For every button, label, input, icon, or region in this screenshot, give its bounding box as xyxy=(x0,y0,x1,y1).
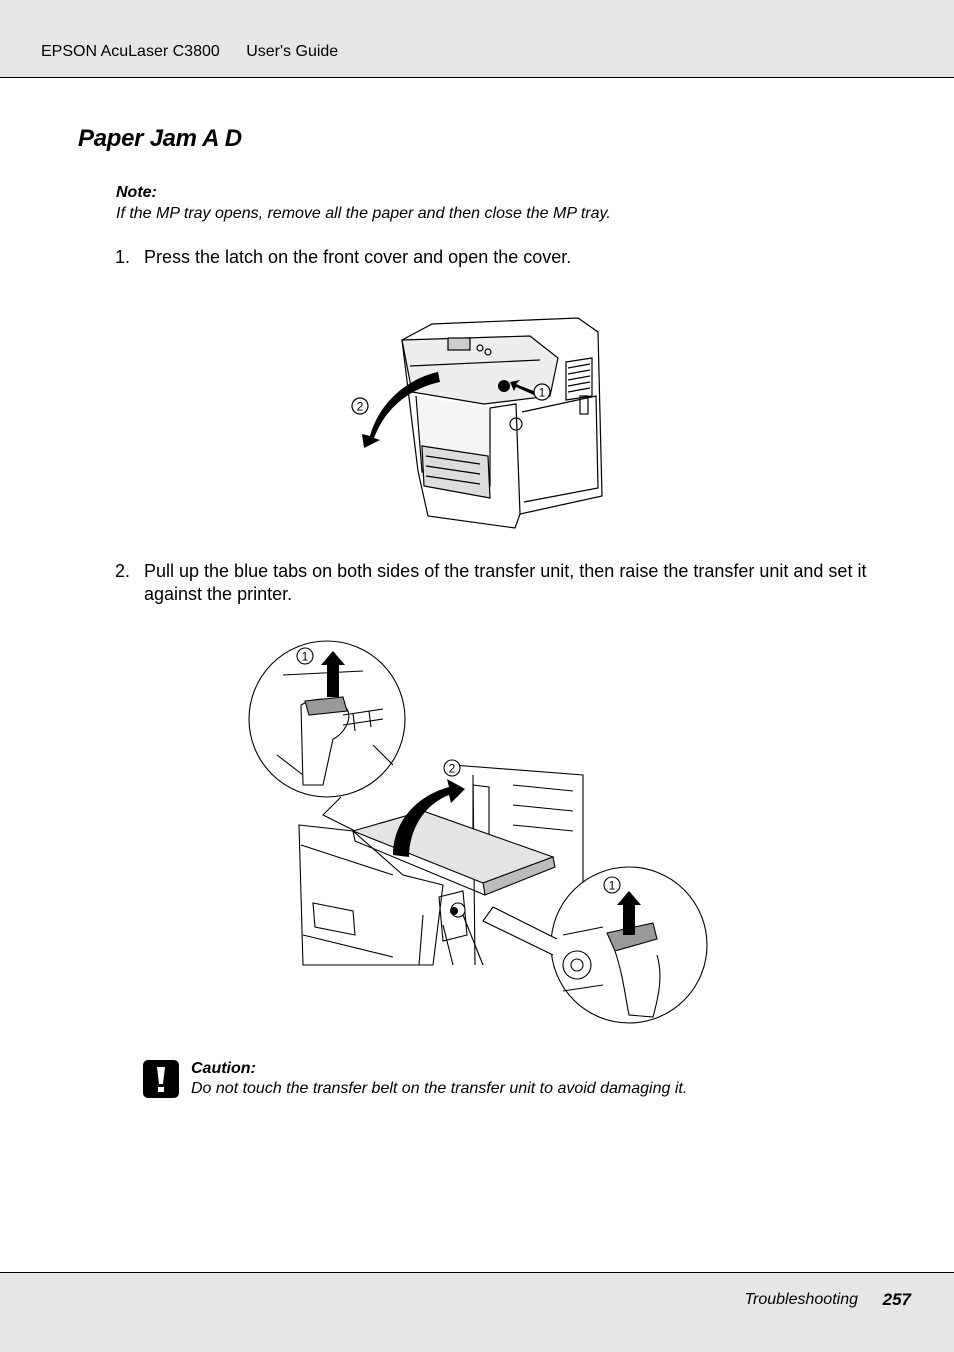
page-header: EPSON AcuLaser C3800 User's Guide xyxy=(0,0,954,78)
callout-2-label: 2 xyxy=(357,400,364,414)
callout-1b-label: 1 xyxy=(609,879,616,893)
callout-circle-2 xyxy=(443,759,461,777)
callout-1a-label: 1 xyxy=(302,650,309,664)
step-2-number: 2. xyxy=(115,561,131,581)
note-body: If the MP tray opens, remove all the pap… xyxy=(116,205,611,222)
open-direction-arrow xyxy=(362,372,440,448)
callout-2-label: 2 xyxy=(449,762,456,776)
step-2-text: Pull up the blue tabs on both sides of t… xyxy=(144,561,867,604)
header-guide: User's Guide xyxy=(246,43,339,60)
page-footer: Troubleshooting 257 xyxy=(0,1272,954,1352)
header-text: EPSON AcuLaser C3800 User's Guide xyxy=(41,43,360,61)
note-heading: Note: xyxy=(116,184,157,201)
callout-circle-2 xyxy=(351,397,369,415)
page-title: Paper Jam A D xyxy=(78,125,242,152)
caution-heading: Caution: xyxy=(191,1060,256,1077)
transfer-unit-illustration: 1 2 1 xyxy=(248,640,708,1024)
callout-1-label: 1 xyxy=(539,386,546,400)
caution-body: Do not touch the transfer belt on the tr… xyxy=(191,1080,688,1097)
raise-direction-arrow xyxy=(393,779,465,857)
footer-section: Troubleshooting xyxy=(744,1291,858,1308)
callout-circle-1a xyxy=(296,647,314,665)
callout-circle-1b xyxy=(603,876,621,894)
caution-icon xyxy=(143,1060,179,1098)
cover-latch xyxy=(498,380,510,392)
printer-front-cover-illustration: 1 2 xyxy=(351,317,603,529)
pull-up-arrow-left xyxy=(321,651,345,697)
header-product: EPSON AcuLaser C3800 xyxy=(41,43,220,60)
page-number: 257 xyxy=(882,1290,911,1309)
step-1-text: Press the latch on the front cover and o… xyxy=(144,247,572,267)
step-1-number: 1. xyxy=(115,247,131,267)
callout-circle-1 xyxy=(533,383,551,401)
pull-up-arrow-right xyxy=(617,891,641,935)
